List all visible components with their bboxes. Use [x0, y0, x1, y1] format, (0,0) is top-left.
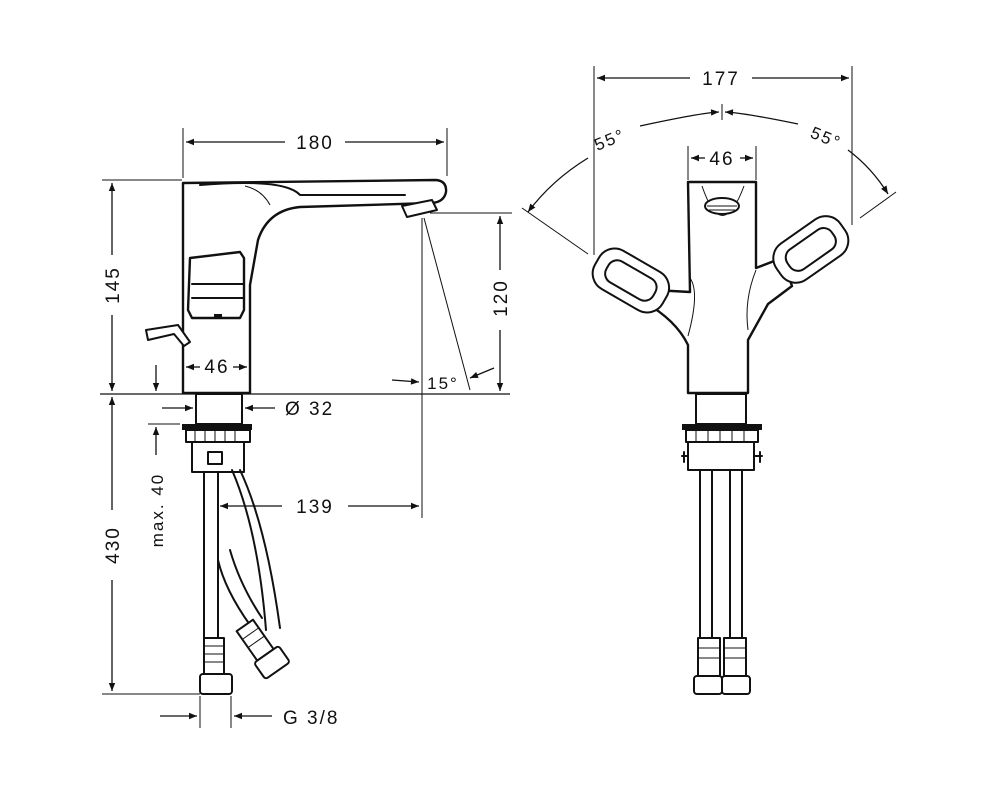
hoses-front	[699, 469, 743, 641]
bracket-front	[687, 441, 755, 471]
spout-highlight	[244, 185, 271, 206]
nut-top	[185, 429, 251, 443]
dim-handle-angle-right: 55°	[808, 123, 845, 152]
hose-left	[203, 471, 219, 641]
dim-base-diameter: Ø 32	[285, 399, 334, 420]
handle-left	[591, 247, 671, 314]
washer-front	[682, 424, 762, 430]
hose-fitting-right	[235, 618, 290, 680]
aerator	[401, 199, 438, 218]
angle-arc-left	[639, 109, 720, 127]
side-view: 180 145 120 46 15° Ø 32 max. 40	[100, 128, 512, 729]
dim-body-width-side: 46	[204, 357, 229, 378]
dim-spout-projection: 139	[296, 497, 334, 518]
dim-total-width: 177	[702, 69, 740, 90]
dim-height: 145	[103, 266, 124, 304]
hose-fittings-front	[693, 637, 751, 695]
lever-mark	[214, 314, 222, 318]
dim-body-width-front: 46	[709, 149, 734, 170]
bracket-screw	[207, 451, 223, 465]
dim-hose-length: 430	[103, 526, 124, 564]
popup-cable	[231, 469, 281, 631]
angle-ref-right	[859, 191, 897, 219]
nut-teeth	[194, 430, 236, 442]
washer	[182, 424, 252, 430]
front-view: 177 46 55° 55°	[521, 66, 897, 695]
dim-spout-height: 120	[491, 279, 512, 317]
popup-rod	[145, 324, 191, 347]
lever-handle	[186, 250, 246, 320]
angle-arc-right	[724, 109, 799, 125]
angle-ref-left	[521, 207, 589, 255]
dim-max-thickness: max. 40	[148, 473, 167, 547]
faucet-body-outline	[181, 178, 448, 395]
spout-inner-line	[199, 181, 406, 196]
hose-right-bent	[217, 549, 263, 626]
handle-right	[772, 215, 850, 284]
angle-ref-line	[423, 217, 471, 391]
shank	[195, 393, 243, 425]
dim-spout-angle: 15°	[427, 374, 459, 393]
front-body-line	[701, 185, 745, 216]
dim-handle-angle-left: 55°	[592, 125, 629, 154]
shank-front	[695, 393, 747, 425]
dim-thread: G 3/8	[283, 708, 339, 729]
hose-fitting-left	[199, 637, 233, 695]
dim-spout-reach: 180	[296, 133, 334, 154]
